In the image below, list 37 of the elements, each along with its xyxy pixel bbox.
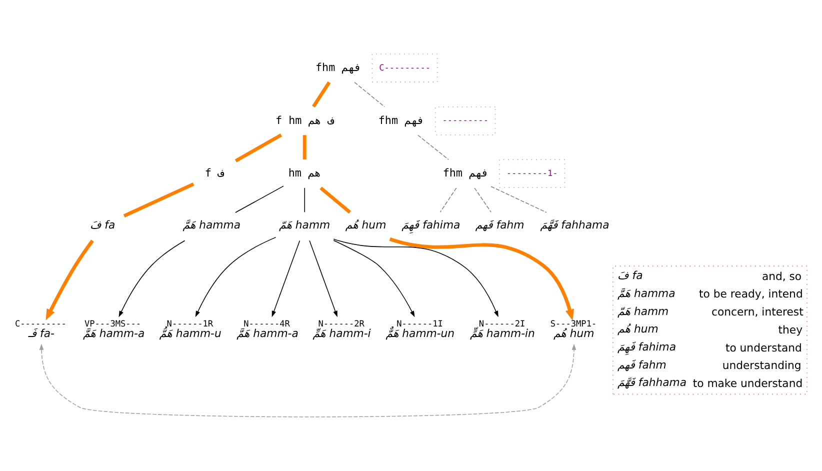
connector (312, 81, 331, 108)
connector (354, 82, 385, 108)
node-text: هُم hum (345, 218, 386, 232)
node-text: f ف (204, 166, 224, 180)
node-text: hm هم (288, 166, 322, 180)
connector (235, 186, 284, 213)
connector (490, 186, 547, 213)
connector (417, 134, 449, 160)
node-text: فَ fa (90, 218, 116, 232)
arrow (46, 240, 94, 320)
connector (440, 188, 457, 213)
arrow (309, 240, 338, 318)
connector (123, 182, 194, 218)
node-text: f hm ف هم (276, 114, 334, 127)
arrow (389, 237, 574, 321)
node-text: هَمّ hamm (279, 218, 330, 232)
connector (234, 133, 282, 162)
arrow (333, 238, 498, 318)
label: --------- (442, 116, 488, 126)
connector (320, 186, 352, 214)
node-text: fhm فهم (316, 60, 362, 74)
arrow (39, 344, 576, 418)
connector (304, 188, 306, 213)
arrow (195, 236, 276, 318)
arrow (333, 240, 415, 318)
node-text: fhm فهم (442, 166, 489, 180)
connector (474, 188, 492, 213)
node-text: فَهَّمَ fahhama (540, 218, 610, 232)
label: --------1- (506, 168, 558, 179)
arrow (272, 240, 300, 318)
node-text: fhm فهم (378, 114, 424, 127)
node-text: فَهم fahm (475, 218, 524, 232)
node-text: هَمَّ hamma (182, 218, 241, 232)
node-text: فَهِمَ fahima (402, 218, 460, 232)
label: C--------- (379, 63, 430, 74)
arrow (118, 240, 186, 318)
connector (302, 135, 306, 160)
